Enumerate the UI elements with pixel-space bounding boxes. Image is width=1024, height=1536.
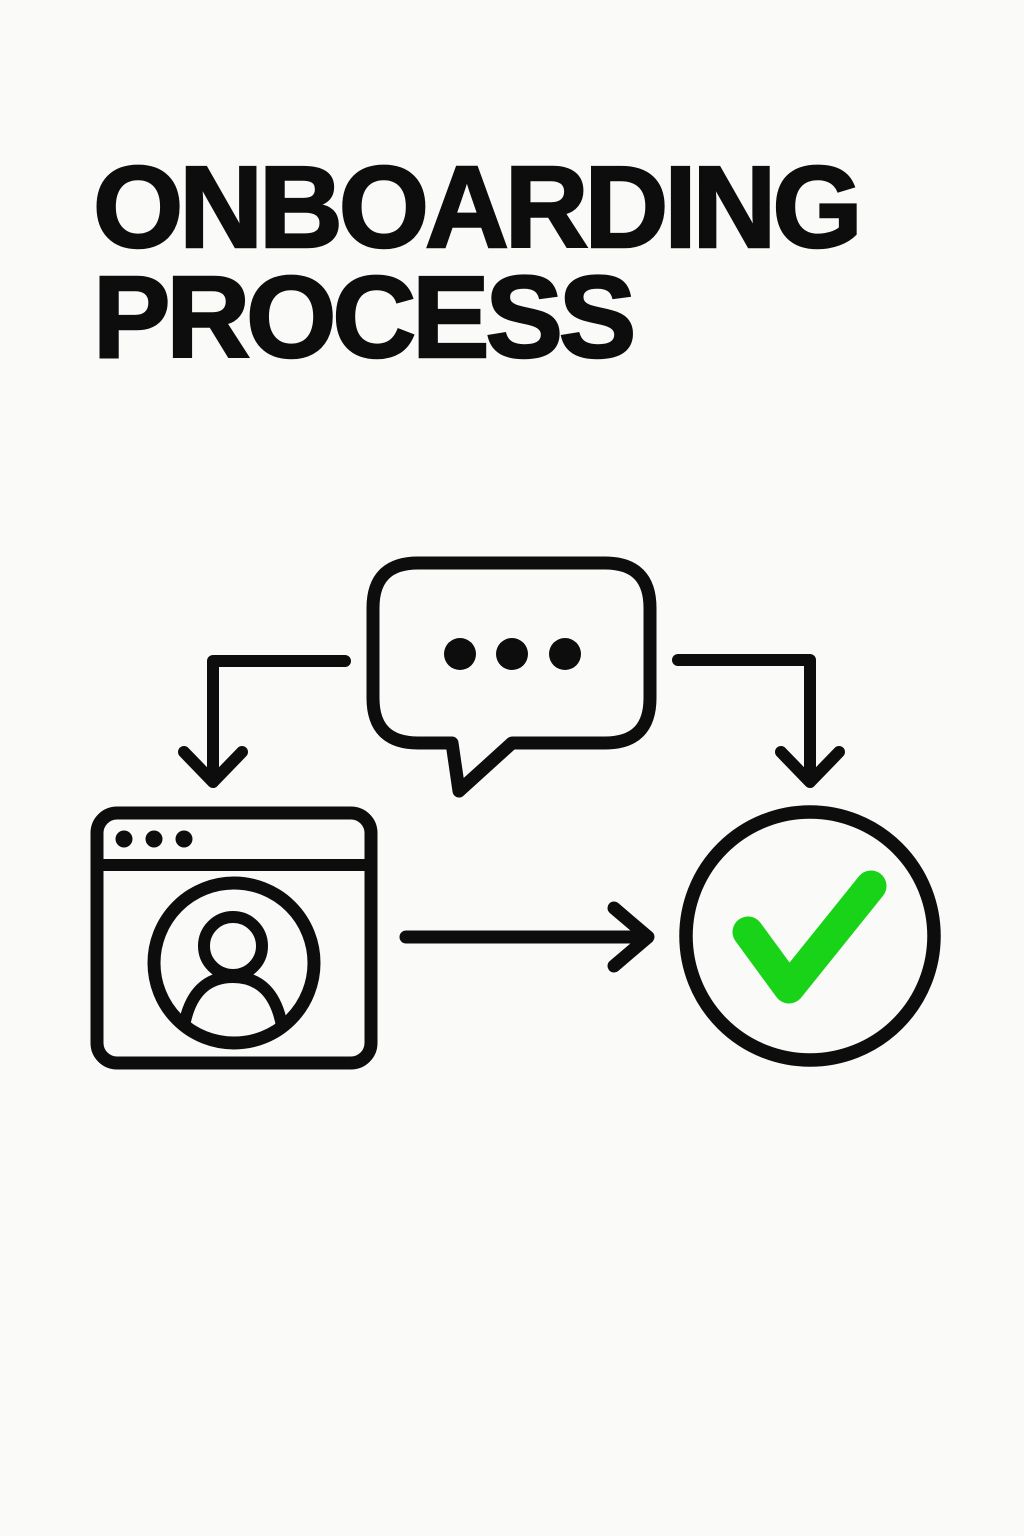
arrowhead-down-icon <box>178 746 248 788</box>
page-title-line2: PROCESS <box>92 252 638 383</box>
speech-bubble-icon <box>366 556 657 798</box>
bubble-dot-3 <box>549 638 581 670</box>
avatar-outer-circle <box>147 876 321 1050</box>
check-outer-circle <box>679 805 941 1067</box>
check-circle-icon <box>679 805 941 1067</box>
checkmark-icon <box>732 870 887 1004</box>
bubble-dot-1 <box>444 638 476 670</box>
avatar-head <box>198 911 268 981</box>
arrow-line <box>672 654 816 776</box>
bubble-dot-2 <box>496 638 528 670</box>
avatar-shoulders <box>178 970 288 1028</box>
page-title-line1: ONBOARDING <box>92 142 864 272</box>
titlebar-dot-1 <box>115 830 133 848</box>
speech-bubble-outline <box>366 556 657 798</box>
arrow-chat-to-done <box>672 654 845 788</box>
arrow-line <box>207 655 351 776</box>
titlebar-dot-3 <box>175 830 193 848</box>
browser-profile-icon <box>90 806 378 1070</box>
titlebar-dot-2 <box>145 830 163 848</box>
arrow-chat-to-profile <box>178 655 351 788</box>
browser-window-frame <box>90 806 378 1070</box>
arrow-profile-to-done <box>399 901 655 973</box>
arrowhead-right-icon <box>607 901 655 973</box>
user-avatar-icon <box>147 876 321 1050</box>
page-title: ONBOARDING PROCESS <box>92 142 864 383</box>
arrowhead-down-icon <box>775 746 845 788</box>
